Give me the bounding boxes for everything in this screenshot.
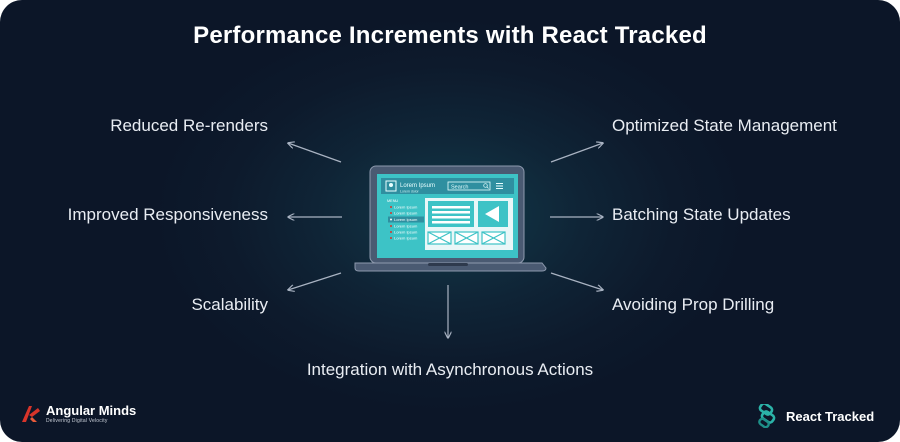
screen-menu-item: Lorem Ipsum [394, 236, 418, 241]
feature-batching: Batching State Updates [612, 205, 791, 224]
arrow-reduced-rerenders [288, 143, 342, 163]
react-tracked-name: React Tracked [786, 408, 875, 424]
feature-avoiding-prop-drilling: Avoiding Prop Drilling [612, 295, 775, 314]
screen-header-subtitle: Lorem dolor [400, 190, 420, 194]
angular-minds-brand: Angular Minds Delivering Digital Velocit… [20, 404, 136, 424]
screen-menu-item: Lorem Ipsum [394, 217, 418, 222]
arrow-avoiding-prop-drilling [550, 272, 603, 290]
screen-menu-item: Lorem Ipsum [394, 224, 418, 229]
screen-menu-item: Lorem Ipsum [394, 205, 418, 210]
arrow-scalability [288, 272, 342, 290]
screen-menu-item: Lorem Ipsum [394, 211, 418, 216]
screen-search-label: Search [451, 185, 468, 191]
screen-header-title: Lorem Ipsum [400, 183, 435, 189]
screen-menu-item: Lorem Ipsum [394, 230, 418, 235]
react-tracked-logo [758, 404, 776, 428]
page-title: Performance Increments with React Tracke… [193, 22, 707, 49]
feature-reduced-rerenders: Reduced Re-renders [110, 116, 268, 135]
arrow-optimized-state [550, 143, 603, 163]
angular-minds-name: Angular Minds [46, 403, 137, 418]
feature-async-actions: Integration with Asynchronous Actions [306, 360, 594, 379]
screen-menu-label: MENU [387, 199, 398, 203]
react-tracked-brand: React Tracked [756, 404, 874, 428]
angular-minds-logo [22, 406, 40, 422]
feature-scalability: Scalability [191, 295, 268, 314]
angular-minds-tagline: Delivering Digital Velocity [46, 418, 108, 424]
feature-optimized-state: Optimized State Management [612, 116, 837, 135]
feature-improved-responsiveness: Improved Responsiveness [67, 205, 268, 224]
